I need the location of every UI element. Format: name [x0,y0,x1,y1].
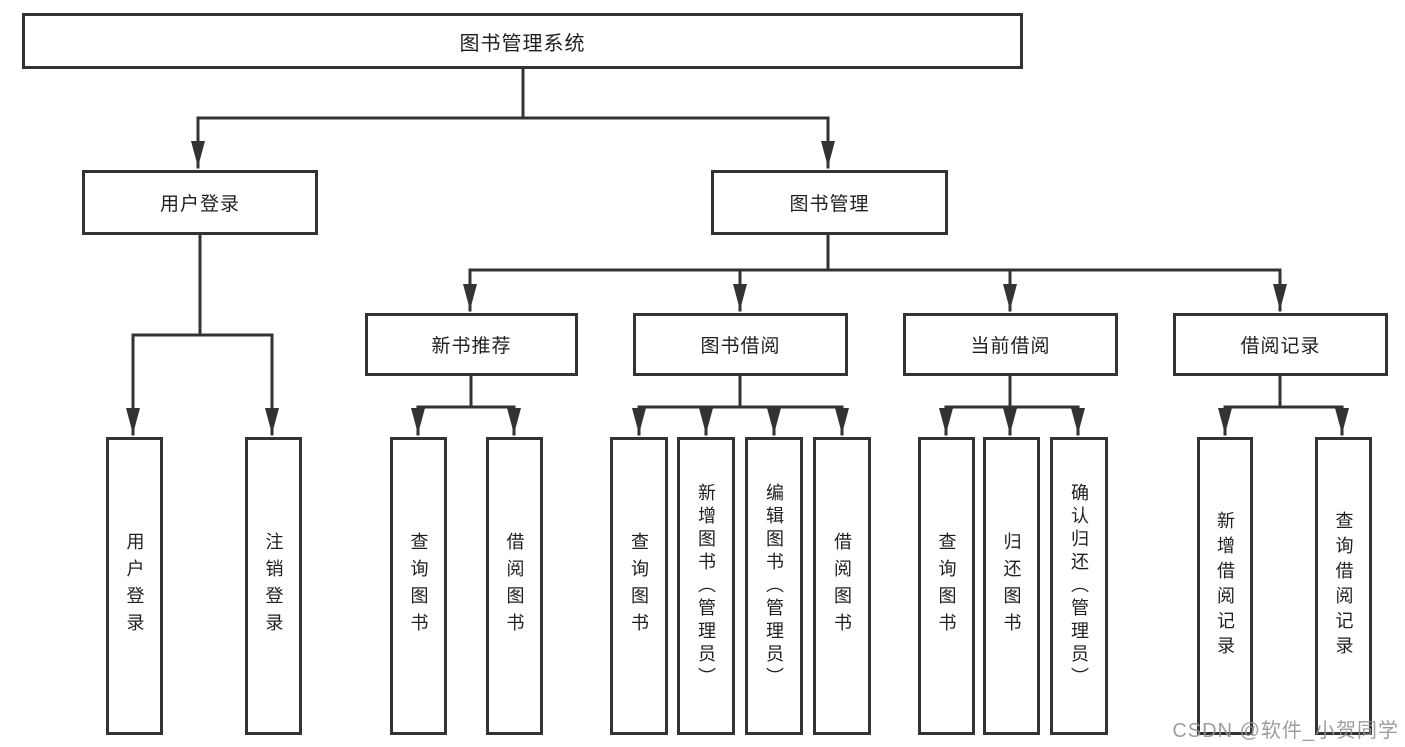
leaf-return-book: 归还图书 [983,437,1040,735]
leaf-query-book-under-current: 查询图书 [918,437,975,735]
csdn-watermark: CSDN @软件_小贺同学 [1172,720,1399,742]
node-label: 查询借阅记录 [1333,511,1354,661]
node-label: 查询图书 [629,532,649,640]
node-label: 用户登录 [124,532,145,640]
node-root: 图书管理系统 [22,13,1023,69]
node-label: 借阅记录 [1240,336,1321,357]
leaf-query-book-under-borrow: 查询图书 [610,437,668,735]
node-label: 查询图书 [936,532,957,640]
node-label: 编辑图书（管理员） [764,482,784,690]
node-label: 注销登录 [263,532,284,640]
node-label: 用户登录 [159,194,240,215]
leaf-add-borrow-record: 新增借阅记录 [1197,437,1253,735]
leaf-logout: 注销登录 [245,437,302,735]
node-label: 查询图书 [408,532,429,640]
node-label: 图书管理系统 [459,32,586,55]
node-new-book-recommend: 新书推荐 [365,313,578,376]
leaf-confirm-return-admin: 确认归还（管理员） [1050,437,1108,735]
node-label: 归还图书 [1001,532,1022,640]
node-label: 图书管理 [789,194,870,215]
leaf-query-borrow-record: 查询借阅记录 [1315,437,1372,735]
node-label: 新增借阅记录 [1215,511,1235,661]
node-label: 借阅图书 [832,532,852,640]
leaf-borrow-book-under-new: 借阅图书 [486,437,543,735]
leaf-edit-book-admin: 编辑图书（管理员） [745,437,803,735]
node-book-borrow: 图书借阅 [633,313,848,376]
node-label: 当前借阅 [970,336,1051,357]
node-borrow-records: 借阅记录 [1173,313,1388,376]
leaf-query-book-under-new: 查询图书 [390,437,447,735]
node-user-login: 用户登录 [82,170,318,235]
node-current-borrow: 当前借阅 [903,313,1118,376]
leaf-add-book-admin: 新增图书（管理员） [677,437,735,735]
node-label: 借阅图书 [504,532,525,640]
leaf-user-login: 用户登录 [106,437,163,735]
node-label: 新书推荐 [431,336,512,357]
node-label: 确认归还（管理员） [1069,482,1089,690]
node-label: 新增图书（管理员） [696,482,716,690]
node-book-management: 图书管理 [711,170,948,235]
node-label: 图书借阅 [700,336,781,357]
leaf-borrow-book-under-borrow: 借阅图书 [813,437,871,735]
